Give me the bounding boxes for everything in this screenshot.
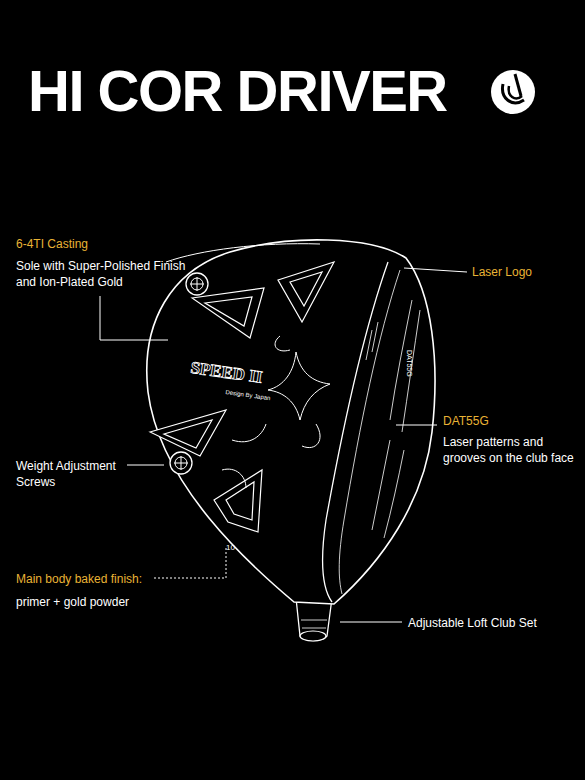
hosel-marks [301, 620, 327, 628]
part-name: Weight Adjustment Screws [16, 458, 126, 490]
leader-line [340, 622, 402, 623]
sole-ornament [275, 336, 290, 351]
sole-cutout [214, 470, 262, 532]
face-marking: DAT55G [404, 350, 414, 410]
title: HI COR DRIVER [28, 56, 447, 126]
face-grooves [366, 300, 420, 538]
sole-ornament [232, 424, 266, 442]
weight-screw [170, 452, 192, 474]
logo-disc [491, 70, 535, 114]
face-edge [323, 262, 388, 602]
sole-cutout [278, 262, 334, 322]
face-edge [339, 270, 400, 594]
sole-cutout [290, 272, 322, 306]
ornaments [166, 244, 330, 488]
sole-cutout [226, 482, 254, 520]
leader-line [396, 425, 437, 426]
leader-line [404, 268, 467, 272]
club-head-outline [147, 240, 435, 604]
part-note: primer + gold powder [16, 594, 216, 610]
sole-cutout [192, 288, 264, 338]
weight-screw [174, 456, 188, 470]
hosel-ring [300, 631, 326, 641]
sole-cutouts [150, 262, 334, 532]
face-groove [366, 322, 378, 360]
loft-number: 10 [226, 542, 246, 553]
sole-cutout [205, 297, 252, 326]
sole-cutout [164, 420, 212, 448]
leader-line [127, 465, 164, 466]
part-name: Main body baked finish: [16, 571, 216, 587]
part-note: Laser patterns and grooves on the club f… [443, 434, 583, 466]
part-name: Laser Logo [472, 264, 582, 280]
sole-ornament [222, 469, 246, 488]
weight-screw [191, 278, 203, 290]
sole-ornament [268, 352, 330, 420]
part-name: Adjustable Loft Club Set [408, 615, 583, 631]
weight-screw [186, 273, 208, 295]
part-note: Sole with Super-Polished Finish and Ion-… [16, 258, 201, 290]
face-groove [372, 440, 390, 530]
part-name: DAT55G [443, 413, 563, 429]
sole-cutout [150, 410, 226, 456]
leader-line [152, 548, 226, 578]
face-groove [402, 310, 420, 432]
weight-screw [190, 277, 204, 291]
leader-line [100, 296, 168, 340]
logo-swirl [515, 74, 521, 96]
sole-ornament [302, 424, 320, 448]
face-groove [384, 450, 404, 538]
weight-screw [175, 457, 187, 469]
leader-lines [100, 268, 467, 622]
crown-edge [166, 244, 320, 262]
part-name: 6-4TI Casting [16, 236, 216, 252]
